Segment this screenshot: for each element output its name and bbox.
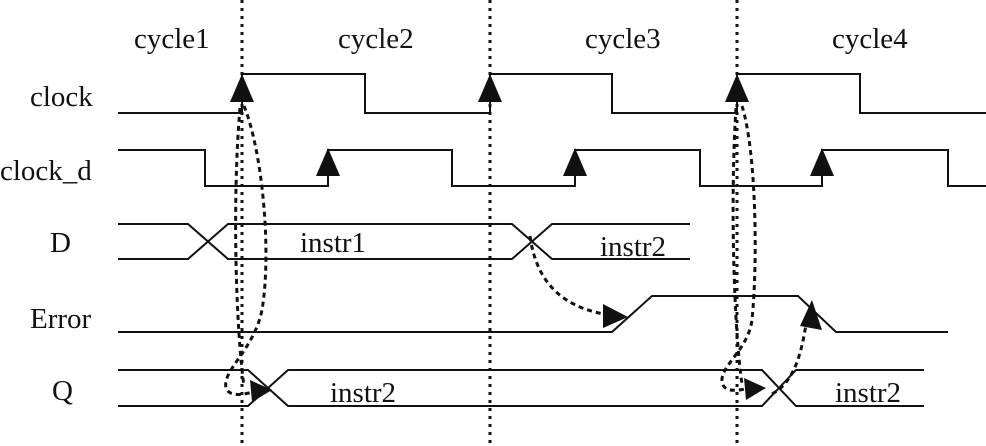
d-value-instr1: instr1 bbox=[300, 227, 366, 259]
dependency-clock-to-q-1b bbox=[234, 107, 246, 387]
clock-d-edge-arrow-1 bbox=[316, 148, 340, 176]
dependency-arrowhead-error-2 bbox=[800, 300, 822, 330]
cycle4-label: cycle4 bbox=[832, 23, 908, 55]
dependency-q-to-error bbox=[771, 323, 808, 396]
cycle2-label: cycle2 bbox=[338, 23, 414, 55]
dependency-d-to-error bbox=[528, 235, 605, 316]
cycle3-label: cycle3 bbox=[585, 23, 661, 55]
d-value-instr2: instr2 bbox=[600, 231, 666, 263]
clock-d-edge-arrow-3 bbox=[810, 148, 834, 176]
clock-label: clock bbox=[30, 81, 93, 113]
clock-d-label: clock_d bbox=[0, 155, 92, 187]
cycle1-label: cycle1 bbox=[134, 23, 210, 55]
d-label: D bbox=[50, 227, 71, 259]
q-value-instr2-second: instr2 bbox=[835, 377, 901, 409]
dependency-clock-to-q-2 bbox=[720, 105, 757, 392]
error-waveform bbox=[118, 295, 948, 333]
clock-d-edge-arrow-2 bbox=[563, 148, 587, 176]
q-bus-waveform bbox=[118, 369, 924, 407]
q-label: Q bbox=[52, 375, 73, 407]
dependency-clock-to-q-1 bbox=[224, 105, 268, 396]
dependency-arrowhead-error-1 bbox=[603, 304, 628, 328]
q-value-instr2-first: instr2 bbox=[330, 377, 396, 409]
clock-edge-arrow-2 bbox=[478, 74, 502, 102]
dependency-clock-to-q-2b bbox=[731, 107, 744, 385]
dependency-arrowhead-q-1 bbox=[250, 380, 272, 402]
error-label: Error bbox=[30, 303, 92, 335]
clock-edge-arrow-1 bbox=[230, 74, 254, 102]
clock-edge-arrow-3 bbox=[725, 74, 749, 102]
dependency-arrowhead-q-2 bbox=[744, 378, 766, 400]
d-bus-waveform bbox=[118, 223, 690, 260]
clock-waveform bbox=[118, 73, 986, 114]
clock-d-waveform bbox=[118, 149, 986, 187]
